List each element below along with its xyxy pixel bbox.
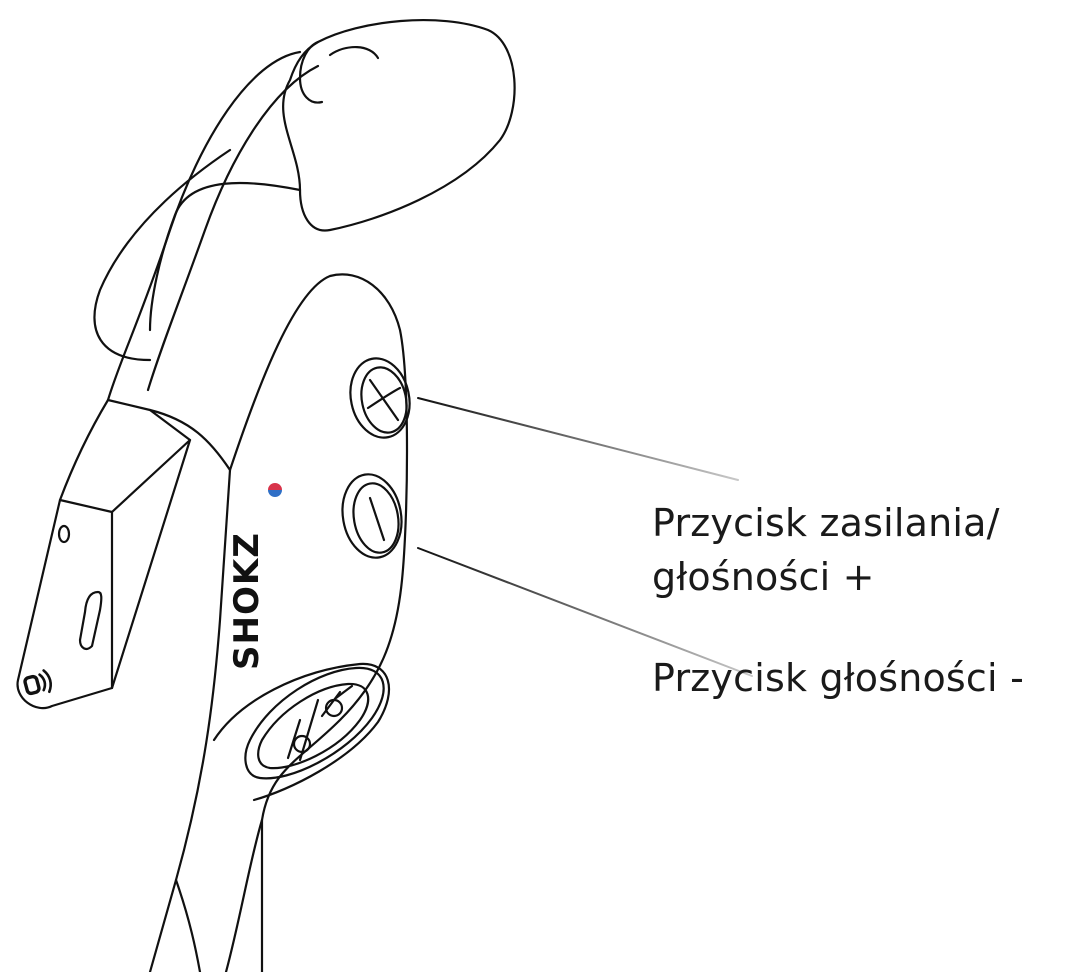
- multifunction-button[interactable]: [245, 668, 383, 778]
- bone-conduction-icon: [23, 670, 53, 698]
- callout-volume-down-text: Przycisk głośności -: [652, 651, 1024, 705]
- svg-text:SHOKZ: SHOKZ: [227, 532, 267, 670]
- status-led: [268, 483, 282, 497]
- multifunction-button-icon: [288, 686, 352, 760]
- rear-cable-piece: [18, 400, 190, 708]
- callout-power-line2: głośności +: [652, 550, 1000, 604]
- callout-power-volume-up: Przycisk zasilania/ głośności +: [652, 496, 1000, 604]
- minus-button[interactable]: [336, 470, 408, 563]
- plus-icon: [368, 380, 400, 420]
- plus-button[interactable]: [343, 353, 416, 443]
- top-transducer: [150, 20, 515, 330]
- brand-logo: SHOKZ: [227, 532, 267, 670]
- callout-volume-down: Przycisk głośności -: [652, 651, 1024, 705]
- leader-line-power: [418, 398, 738, 480]
- callout-power-line1: Przycisk zasilania/: [652, 496, 1000, 550]
- main-housing: [150, 274, 407, 972]
- ear-hook: [94, 52, 318, 400]
- minus-icon: [370, 498, 384, 540]
